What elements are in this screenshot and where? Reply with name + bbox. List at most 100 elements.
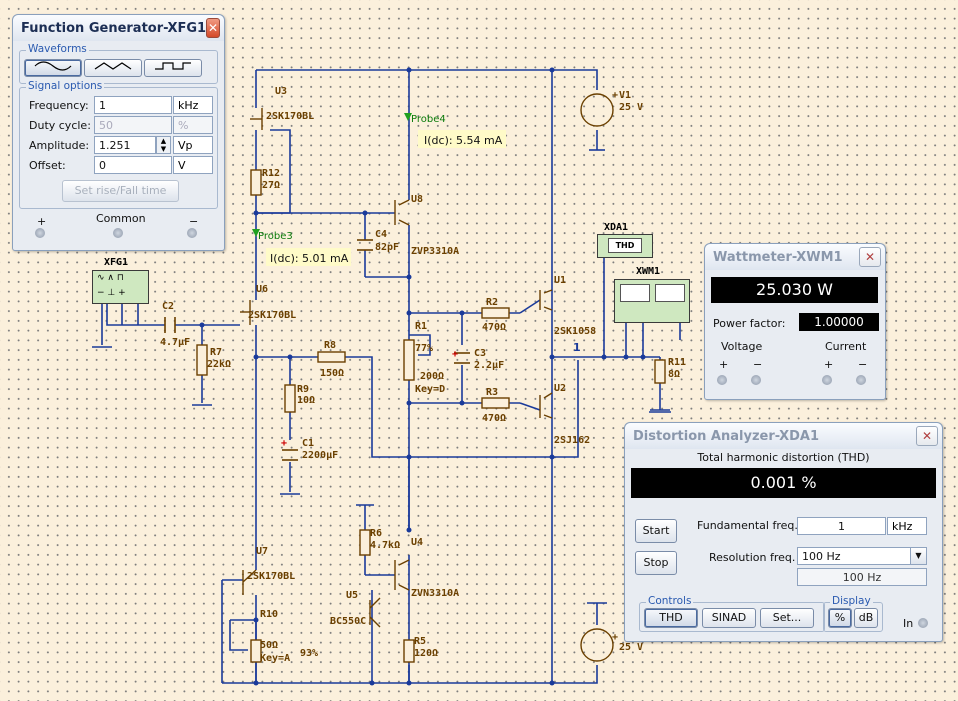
- r9-value: 10Ω: [297, 395, 315, 406]
- r5-value: 120Ω: [414, 648, 438, 659]
- frequency-field[interactable]: 1: [94, 96, 172, 114]
- v1-label: V1: [619, 90, 631, 101]
- r8-label: R8: [324, 340, 336, 351]
- c2-value: 4.7µF: [160, 337, 190, 348]
- controls-label: Controls: [646, 595, 694, 607]
- controls-group: Controls THD SINAD Set...: [639, 595, 825, 632]
- v2-value: 25 V: [619, 642, 643, 653]
- probe3-reading: I(dc): 5.01 mA: [270, 252, 349, 265]
- frequency-unit[interactable]: kHz: [173, 96, 213, 114]
- u5-type: BC550C: [330, 616, 366, 627]
- r9-label: R9: [297, 384, 309, 395]
- start-button[interactable]: Start: [635, 519, 677, 543]
- voltage-plus-terminal[interactable]: [717, 375, 727, 385]
- distortion-analyzer-titlebar[interactable]: Distortion Analyzer-XDA1 ✕: [625, 423, 942, 449]
- u4-type: ZVN3310A: [411, 588, 459, 599]
- voltage-dial-icon: [620, 284, 650, 302]
- xda1-label: XDA1: [604, 222, 628, 233]
- voltage-minus-label: −: [753, 358, 763, 371]
- u1-label: U1: [554, 275, 566, 286]
- close-icon[interactable]: ✕: [859, 247, 881, 267]
- u8-label: U8: [411, 194, 423, 205]
- current-minus-label: −: [858, 358, 868, 371]
- xwm1-label: XWM1: [636, 266, 660, 277]
- xda1-instrument[interactable]: THD: [597, 234, 653, 258]
- duty-cycle-field[interactable]: 50: [94, 116, 172, 134]
- chevron-down-icon[interactable]: ▼: [910, 548, 926, 564]
- waveforms-group: Waveforms: [19, 43, 218, 84]
- fundamental-freq-unit[interactable]: kHz: [887, 517, 927, 535]
- stop-button[interactable]: Stop: [635, 551, 677, 575]
- r2-value: 470Ω: [482, 322, 506, 333]
- power-display: 25.030 W: [711, 277, 878, 303]
- common-terminal[interactable]: [113, 228, 123, 238]
- set-button[interactable]: Set...: [760, 608, 814, 628]
- c1-value: 2200µF: [302, 450, 338, 461]
- xfg1-instrument[interactable]: ∿ ∧ ⊓ − ⊥ +: [92, 270, 149, 304]
- plus-terminal[interactable]: [35, 228, 45, 238]
- fundamental-freq-field[interactable]: 1: [797, 517, 886, 535]
- offset-field[interactable]: 0: [94, 156, 172, 174]
- resolution-freq-value: 100 Hz: [802, 550, 841, 563]
- r11-value: 8Ω: [668, 369, 680, 380]
- u8-type: ZVP3310A: [411, 246, 459, 257]
- voltage-minus-terminal[interactable]: [751, 375, 761, 385]
- u6-label: U6: [256, 284, 268, 295]
- amplitude-spinner[interactable]: ▲▼: [156, 136, 171, 154]
- u2-label: U2: [554, 383, 566, 394]
- resolution-freq-select[interactable]: 100 Hz ▼: [797, 547, 927, 565]
- amplitude-unit[interactable]: Vp: [173, 136, 213, 154]
- thd-display: 0.001 %: [631, 468, 936, 498]
- v1-plus-sign: +: [612, 90, 618, 101]
- sine-wave-button[interactable]: [24, 59, 82, 77]
- triangle-wave-button[interactable]: [84, 59, 142, 77]
- voltage-plus-label: +: [719, 358, 729, 371]
- offset-unit[interactable]: V: [173, 156, 213, 174]
- r8-value: 150Ω: [320, 368, 344, 379]
- xwm1-instrument[interactable]: [614, 279, 690, 323]
- r5-label: R5: [414, 636, 426, 647]
- probe4-reading: I(dc): 5.54 mA: [424, 134, 503, 147]
- signal-options-group: Signal options: [19, 80, 218, 209]
- v2-plus-sign: +: [612, 632, 618, 643]
- u1-type: 2SK1058: [554, 326, 596, 337]
- c4-label: C4: [375, 229, 387, 240]
- function-generator-titlebar[interactable]: Function Generator-XFG1 ✕: [13, 15, 224, 41]
- u3-label: U3: [275, 86, 287, 97]
- window-title: Function Generator-XFG1: [21, 20, 207, 36]
- wattmeter-window: Wattmeter-XWM1 ✕ 25.030 W Power factor: …: [704, 243, 886, 400]
- square-wave-button[interactable]: [144, 59, 202, 77]
- current-plus-terminal[interactable]: [822, 375, 832, 385]
- duty-cycle-unit[interactable]: %: [173, 116, 213, 134]
- input-terminal[interactable]: [918, 618, 928, 628]
- r1-key: Key=D: [415, 384, 445, 395]
- node-number: 1: [573, 341, 581, 354]
- sinad-button[interactable]: SINAD: [702, 608, 756, 628]
- db-button[interactable]: dB: [854, 608, 878, 628]
- r6-value: 4.7kΩ: [370, 540, 400, 551]
- u3-type: 2SK170BL: [266, 111, 314, 122]
- c1-plus-sign: +: [281, 438, 287, 449]
- r10-label: R10: [260, 609, 278, 620]
- close-icon[interactable]: ✕: [916, 426, 938, 446]
- thd-button[interactable]: THD: [644, 608, 698, 628]
- r11-label: R11: [668, 357, 686, 368]
- amplitude-field[interactable]: 1.251: [94, 136, 156, 154]
- function-generator-window: Function Generator-XFG1 ✕ Waveforms Sign…: [12, 14, 225, 251]
- duty-cycle-label: Duty cycle:: [29, 119, 91, 132]
- current-minus-terminal[interactable]: [856, 375, 866, 385]
- signal-options-label: Signal options: [26, 80, 105, 92]
- close-icon[interactable]: ✕: [206, 18, 220, 38]
- wattmeter-titlebar[interactable]: Wattmeter-XWM1 ✕: [705, 244, 885, 270]
- frequency-label: Frequency:: [29, 99, 89, 112]
- current-dial-icon: [655, 284, 685, 302]
- power-factor-value: 1.00000: [799, 313, 879, 331]
- display-label: Display: [830, 595, 873, 607]
- minus-terminal[interactable]: [187, 228, 197, 238]
- set-rise-fall-button[interactable]: Set rise/Fall time: [62, 180, 179, 202]
- resolution-freq-label: Resolution freq.: [709, 551, 796, 564]
- xda1-face: THD: [608, 238, 642, 253]
- thd-label: Total harmonic distortion (THD): [697, 451, 870, 464]
- percent-button[interactable]: %: [828, 608, 852, 628]
- c3-label: C3: [474, 348, 486, 359]
